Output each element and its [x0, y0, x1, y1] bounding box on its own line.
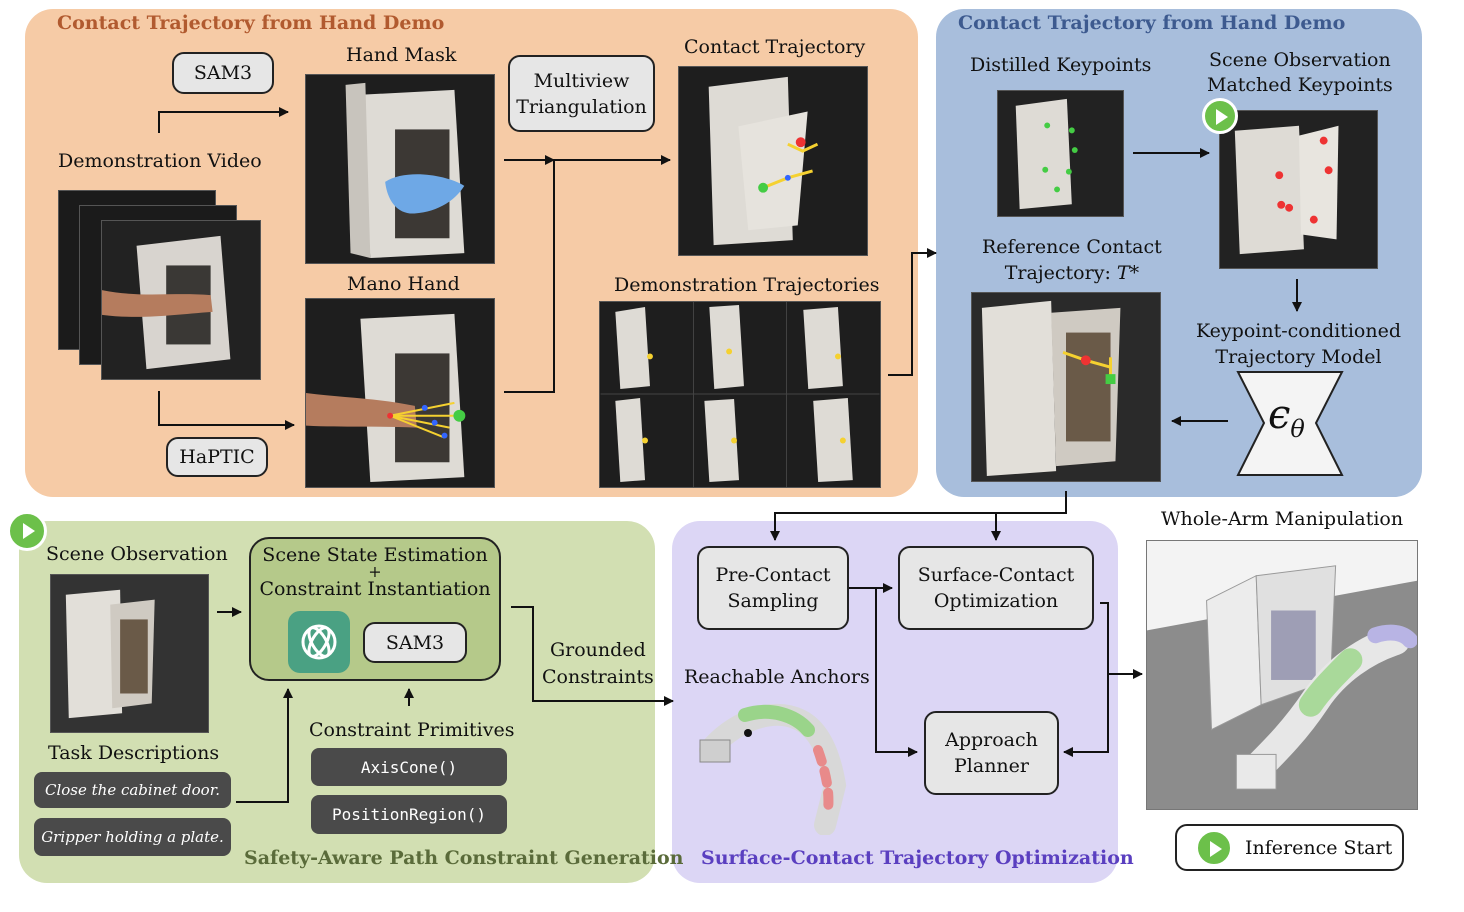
approach-line2: Planner	[954, 755, 1029, 777]
task-gripper-plate: Gripper holding a plate.	[34, 818, 231, 856]
distilled-keypoints-label: Distilled Keypoints	[970, 54, 1152, 76]
demonstration-trajectories-label: Demonstration Trajectories	[614, 274, 880, 296]
grounded-constraints-label: Grounded Constraints	[542, 637, 654, 691]
whole-arm-manipulation-image	[1146, 540, 1418, 810]
mano-hand-label: Mano Hand	[347, 273, 460, 295]
ref-symbol: T*	[1116, 262, 1140, 284]
demo-video-frame-front	[101, 220, 261, 380]
precontact-line1: Pre-Contact	[715, 564, 831, 586]
ref-line1: Reference Contact	[982, 236, 1162, 258]
inference-start-text: Inference Start	[1245, 836, 1393, 859]
contact-trajectory-label: Contact Trajectory	[684, 36, 866, 58]
play-icon-constraint-generation	[7, 511, 47, 551]
sse-line2: Constraint Instantiation	[259, 578, 491, 600]
hand-mask-image	[305, 74, 495, 264]
approach-planner-box: Approach Planner	[924, 711, 1059, 795]
keypoint-model-label: Keypoint-conditioned Trajectory Model	[1196, 318, 1401, 370]
grounded-line1: Grounded	[549, 639, 646, 661]
scene-obs-line1: Scene Observation	[1209, 49, 1391, 71]
denoising-model-shape	[1236, 371, 1344, 476]
precontact-line2: Sampling	[727, 590, 819, 612]
epsilon-symbol: ϵ	[1268, 392, 1291, 438]
pre-contact-sampling-box: Pre-Contact Sampling	[697, 546, 849, 630]
primitive-axiscone: AxisCone()	[311, 748, 507, 786]
scene-observation-image	[50, 574, 209, 733]
surface-line2: Optimization	[933, 590, 1059, 612]
primitive-positionregion: PositionRegion()	[311, 795, 507, 834]
play-icon-inference-start	[1195, 829, 1233, 867]
matched-keypoints-image	[1219, 110, 1378, 269]
multiview-line2: Triangulation	[516, 95, 647, 118]
multiview-triangulation-box: Multiview Triangulation	[508, 55, 655, 132]
constraint-primitives-label: Constraint Primitives	[309, 719, 515, 741]
sse-line1: Scene State Estimation	[262, 544, 488, 566]
contact-trajectory-image	[678, 66, 868, 256]
reference-trajectory-image	[971, 292, 1161, 482]
panel1-title: Contact Trajectory from Hand Demo	[57, 12, 445, 34]
reference-contact-label: Reference Contact Trajectory: T*	[982, 234, 1162, 286]
approach-line1: Approach	[945, 729, 1038, 751]
task-close-cabinet: Close the cabinet door.	[34, 772, 231, 808]
sam3-box: SAM3	[172, 52, 274, 94]
scene-obs-line2: Matched Keypoints	[1207, 74, 1393, 96]
ref-line2: Trajectory: T*	[982, 260, 1162, 286]
sse-plus: +	[368, 562, 382, 581]
robot-arm-anchors-image	[699, 703, 847, 835]
kp-line2: Trajectory Model	[1215, 346, 1382, 368]
haptic-box: HaPTIC	[166, 437, 268, 477]
scene-observation-label: Scene Observation	[46, 543, 228, 565]
mano-hand-image	[305, 298, 495, 488]
panel2-title: Contact Trajectory from Hand Demo	[958, 12, 1346, 34]
surface-line1: Surface-Contact	[917, 564, 1075, 586]
theta-symbol: θ	[1290, 415, 1305, 443]
whole-arm-manipulation-label: Whole-Arm Manipulation	[1161, 508, 1404, 530]
scene-observation-matched-label: Scene Observation Matched Keypoints	[1207, 48, 1393, 98]
panel4-title: Surface-Contact Trajectory Optimization	[701, 847, 1134, 869]
multiview-line1: Multiview	[533, 69, 630, 92]
epsilon-theta-symbol: ϵθ	[1268, 392, 1305, 443]
distilled-keypoints-image	[997, 90, 1124, 217]
surface-contact-optimization-box: Surface-Contact Optimization	[898, 546, 1094, 630]
kp-line1: Keypoint-conditioned	[1196, 320, 1401, 342]
sam3-box-constraints: SAM3	[363, 622, 467, 663]
hand-mask-label: Hand Mask	[346, 44, 457, 66]
play-icon-scene-observation	[1202, 98, 1238, 134]
task-descriptions-label: Task Descriptions	[48, 742, 220, 764]
reachable-anchors-label: Reachable Anchors	[684, 666, 870, 688]
grounded-line2: Constraints	[542, 666, 654, 688]
panel3-title: Safety-Aware Path Constraint Generation	[244, 847, 684, 869]
demonstration-trajectories-grid	[599, 301, 881, 488]
demo-video-label: Demonstration Video	[58, 150, 262, 172]
ref-line2-text: Trajectory:	[1004, 262, 1117, 284]
chatgpt-logo-icon	[288, 611, 350, 673]
